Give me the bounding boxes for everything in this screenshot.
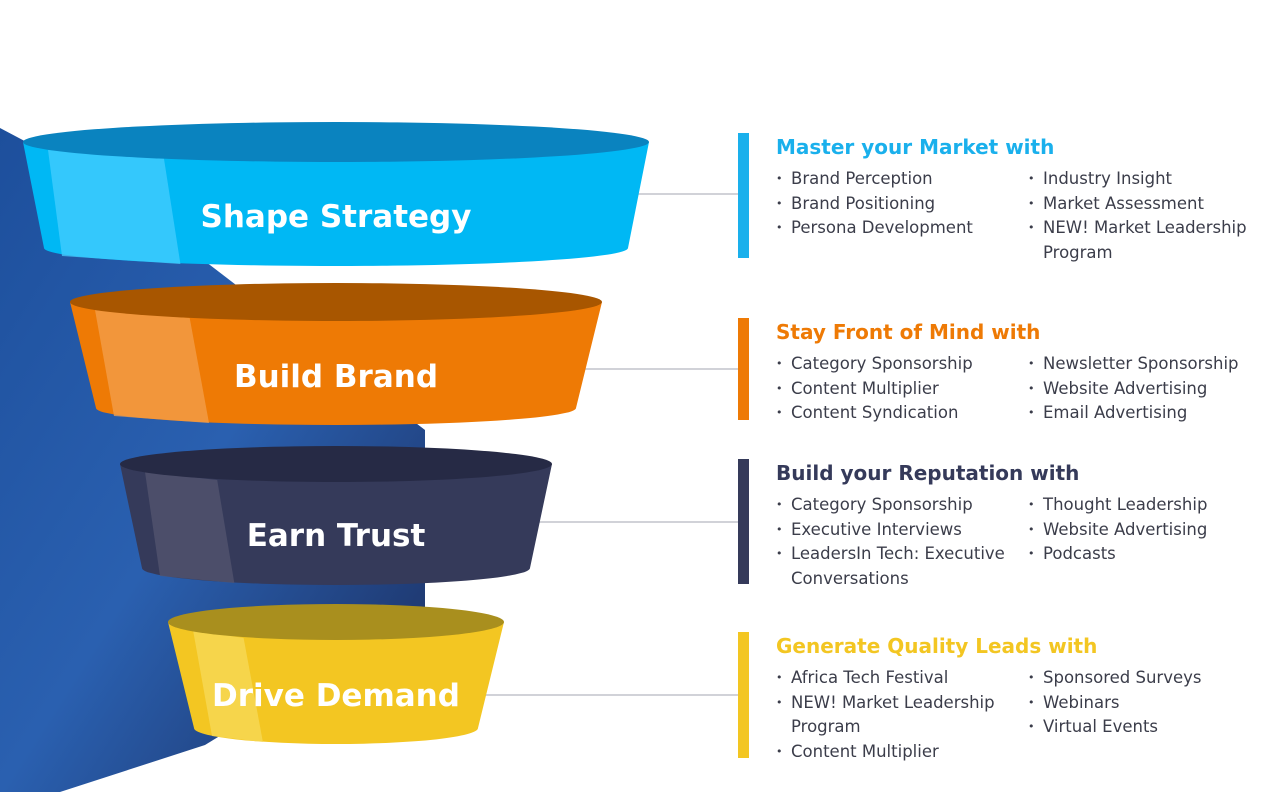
- funnel-highlight: [48, 150, 181, 264]
- funnel-rim: [23, 122, 649, 162]
- service-item: NEW! Market Leadership Program: [776, 691, 1006, 740]
- stage-label: Drive Demand: [212, 678, 460, 714]
- funnel-highlight: [193, 630, 263, 742]
- service-item: Brand Positioning: [776, 192, 1006, 217]
- panel-heading: Generate Quality Leads with: [776, 634, 1098, 658]
- connector-lines: [478, 193, 740, 696]
- service-item: Website Advertising: [1028, 518, 1276, 543]
- service-item: Africa Tech Festival: [776, 666, 1006, 691]
- service-item: Content Multiplier: [776, 377, 1006, 402]
- service-list: Industry InsightMarket AssessmentNEW! Ma…: [1028, 167, 1276, 265]
- service-item: Podcasts: [1028, 542, 1276, 567]
- service-item: Sponsored Surveys: [1028, 666, 1276, 691]
- funnel-rim: [168, 604, 504, 640]
- stage-label: Shape Strategy: [201, 199, 472, 235]
- service-item: Executive Interviews: [776, 518, 1006, 543]
- funnel-rim: [70, 283, 602, 321]
- service-list: Category SponsorshipExecutive Interviews…: [776, 493, 1006, 591]
- service-panel-1: Master your Market withBrand PerceptionB…: [738, 133, 1276, 262]
- service-item: Category Sponsorship: [776, 352, 1006, 377]
- service-list: Sponsored SurveysWebinarsVirtual Events: [1028, 666, 1276, 740]
- service-item: Category Sponsorship: [776, 493, 1006, 518]
- service-item: Market Assessment: [1028, 192, 1276, 217]
- service-item: Website Advertising: [1028, 377, 1276, 402]
- service-item: Persona Development: [776, 216, 1006, 241]
- accent-bar: [738, 632, 749, 758]
- funnel-stage-3: Earn Trust: [120, 446, 552, 585]
- service-item: Industry Insight: [1028, 167, 1276, 192]
- service-item: Brand Perception: [776, 167, 1006, 192]
- service-panel-2: Stay Front of Mind withCategory Sponsors…: [738, 318, 1276, 425]
- funnel-body: [23, 142, 649, 266]
- funnel-highlight: [95, 310, 209, 423]
- service-panel-4: Generate Quality Leads withAfrica Tech F…: [738, 632, 1276, 764]
- service-list: Category SponsorshipContent MultiplierCo…: [776, 352, 1006, 426]
- funnel-stage-2: Build Brand: [70, 283, 602, 425]
- funnel-stage-1: Shape Strategy: [23, 122, 649, 266]
- stage-label: Build Brand: [234, 359, 438, 395]
- service-item: Webinars: [1028, 691, 1276, 716]
- service-list: Newsletter SponsorshipWebsite Advertisin…: [1028, 352, 1276, 426]
- service-item: Content Syndication: [776, 401, 1006, 426]
- service-item: Email Advertising: [1028, 401, 1276, 426]
- accent-bar: [738, 133, 749, 258]
- service-item: Content Multiplier: [776, 740, 1006, 765]
- service-item: LeadersIn Tech: Executive Conversations: [776, 542, 1006, 591]
- accent-bar: [738, 318, 749, 420]
- service-item: NEW! Market Leadership Program: [1028, 216, 1276, 265]
- funnel-rim: [120, 446, 552, 482]
- service-list: Brand PerceptionBrand PositioningPersona…: [776, 167, 1006, 241]
- service-item: Virtual Events: [1028, 715, 1276, 740]
- stage-label: Earn Trust: [247, 518, 426, 554]
- panel-heading: Stay Front of Mind with: [776, 320, 1041, 344]
- service-item: Newsletter Sponsorship: [1028, 352, 1276, 377]
- funnel-stage-4: Drive Demand: [168, 604, 504, 744]
- panel-heading: Build your Reputation with: [776, 461, 1080, 485]
- funnel-highlight: [145, 472, 235, 583]
- service-list: Thought LeadershipWebsite AdvertisingPod…: [1028, 493, 1276, 567]
- service-panel-3: Build your Reputation withCategory Spons…: [738, 459, 1276, 588]
- service-list: Africa Tech FestivalNEW! Market Leadersh…: [776, 666, 1006, 764]
- panel-heading: Master your Market with: [776, 135, 1055, 159]
- accent-bar: [738, 459, 749, 584]
- service-item: Thought Leadership: [1028, 493, 1276, 518]
